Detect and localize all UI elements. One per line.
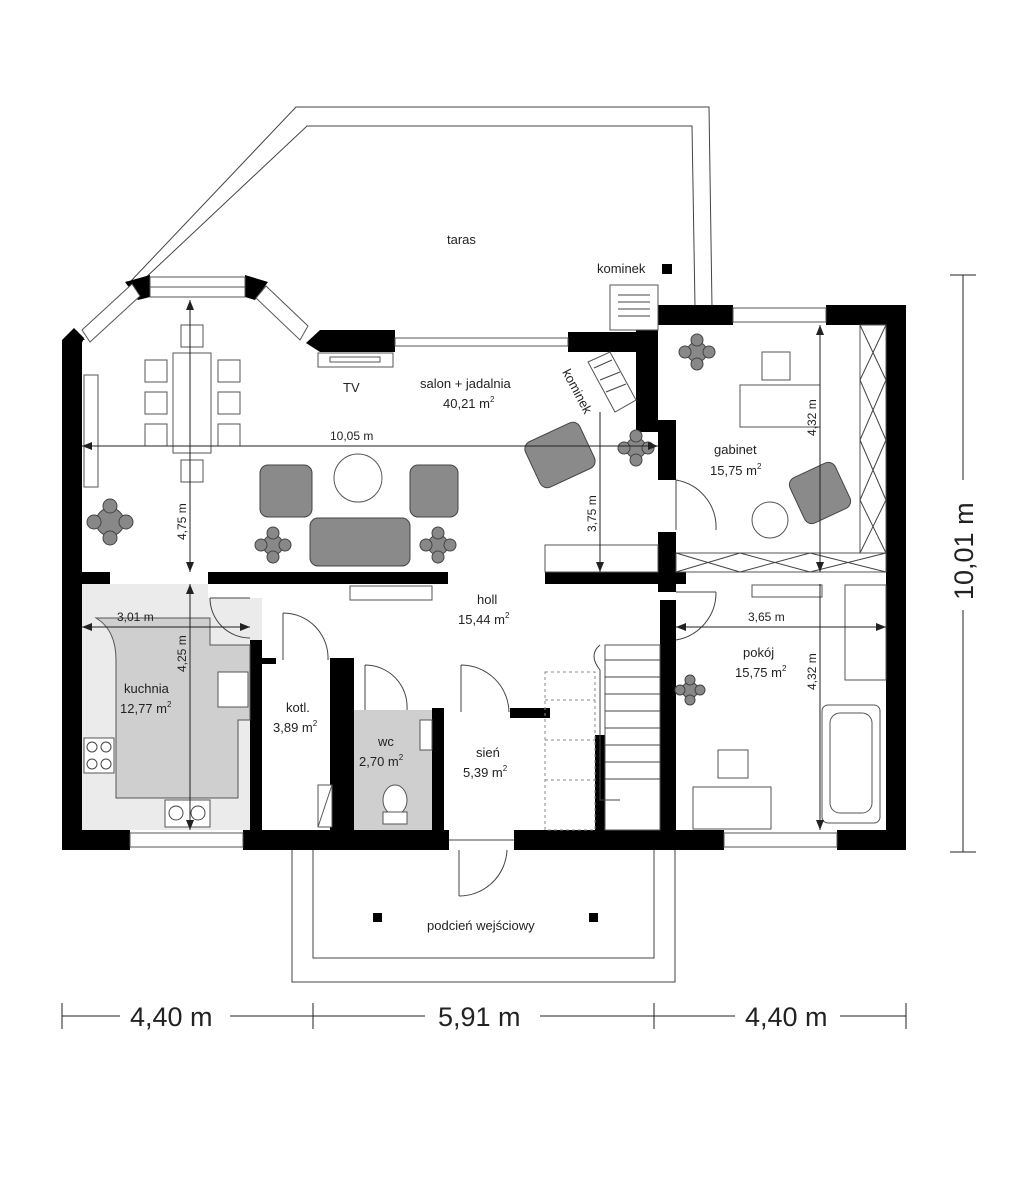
terrace-outline: [129, 106, 713, 308]
dining-set: [144, 324, 241, 483]
porch-outline: [291, 839, 676, 983]
label-kuchnia-name: kuchnia: [124, 681, 170, 696]
kitchen-area: [82, 584, 262, 830]
dim-salon-width: 10,05 m: [330, 429, 373, 443]
wc-area: [317, 710, 433, 830]
dim-salon-depth: 4,75 m: [175, 503, 189, 540]
dimension-labels: 10,05 m 4,75 m 3,75 m 4,32 m 3,01 m 4,25…: [117, 399, 979, 1032]
label-kotl-area: 3,89 m2: [273, 719, 318, 735]
label-wc-area: 2,70 m2: [359, 753, 404, 769]
label-podcien: podcień wejściowy: [427, 918, 535, 933]
dim-bottom-mid: 5,91 m: [438, 1002, 521, 1032]
pokoj-furniture: [692, 584, 887, 830]
room-labels: taras kominek TV salon + jadalnia 40,21 …: [120, 232, 787, 933]
label-holl-name: holl: [477, 592, 497, 607]
plants: [86, 333, 716, 706]
doors: [209, 479, 717, 897]
lounge-set: [259, 421, 596, 601]
windows: [81, 276, 838, 848]
label-tv: TV: [343, 380, 360, 395]
dim-hall-depth: 3,75 m: [585, 495, 599, 532]
interior-dimension-lines: [82, 300, 886, 830]
dim-pokoj-depth: 4,32 m: [805, 653, 819, 690]
label-kuchnia-area: 12,77 m2: [120, 700, 172, 716]
dim-bottom-right: 4,40 m: [745, 1002, 828, 1032]
label-holl-area: 15,44 m2: [458, 611, 510, 627]
dim-kitchen-width: 3,01 m: [117, 610, 154, 624]
label-pokoj-area: 15,75 m2: [735, 664, 787, 680]
label-sien-name: sień: [476, 745, 500, 760]
fireplaces: [587, 264, 672, 413]
dim-gabinet-depth: 4,32 m: [805, 399, 819, 436]
dim-kitchen-depth: 4,25 m: [175, 635, 189, 672]
label-kotl-name: kotl.: [286, 700, 310, 715]
label-pokoj-name: pokój: [743, 645, 774, 660]
dim-pokoj-width: 3,65 m: [748, 610, 785, 624]
label-wc-name: wc: [377, 734, 394, 749]
label-gabinet-name: gabinet: [714, 442, 757, 457]
label-gabinet-area: 15,75 m2: [710, 462, 762, 478]
gabinet-furniture: [675, 324, 887, 573]
dim-total-depth: 10,01 m: [949, 502, 979, 600]
label-taras: taras: [447, 232, 476, 247]
label-salon-name: salon + jadalnia: [420, 376, 511, 391]
dim-bottom-left: 4,40 m: [130, 1002, 213, 1032]
label-kominek-inside: kominek: [559, 366, 595, 416]
exterior-dimension-lines: [61, 274, 976, 1029]
label-salon-area: 40,21 m2: [443, 395, 495, 411]
stairs: [544, 544, 661, 831]
tv-stand: [317, 352, 394, 368]
label-kominek-outside: kominek: [597, 261, 646, 276]
walls: [62, 275, 906, 850]
label-sien-area: 5,39 m2: [463, 764, 508, 780]
